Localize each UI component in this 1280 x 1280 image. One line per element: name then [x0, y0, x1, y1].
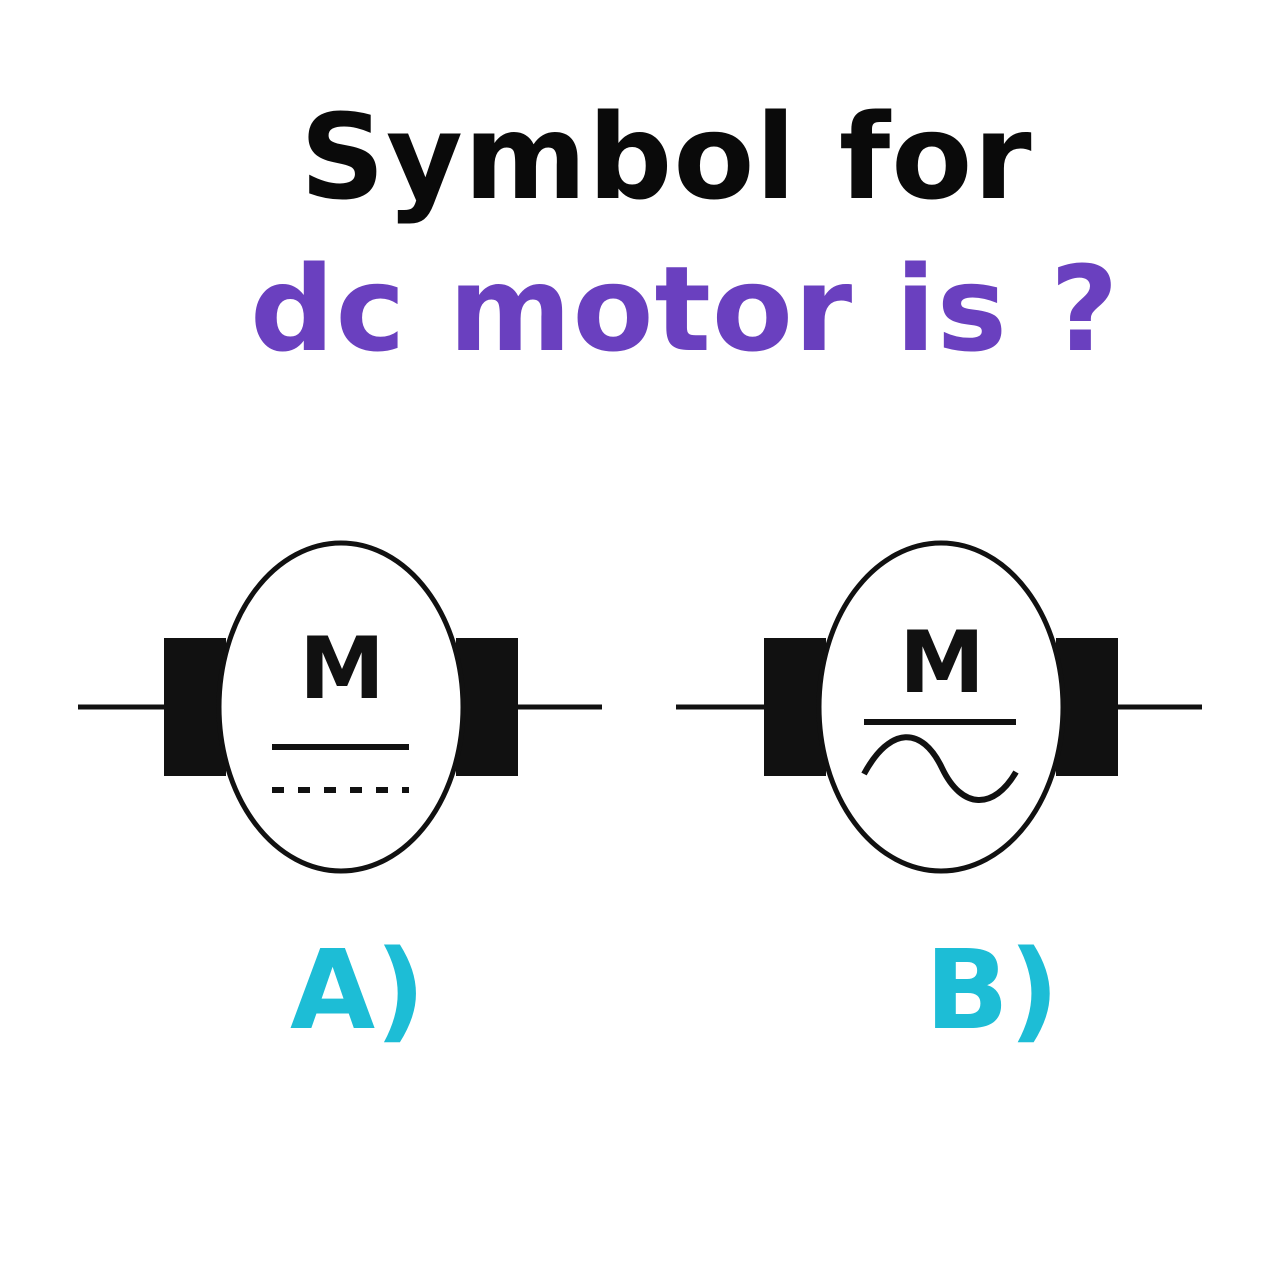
dc-motor-symbol: M	[78, 540, 602, 874]
title-line-2: dc motor is ?	[250, 240, 1120, 378]
right-brush-block	[456, 638, 518, 776]
right-brush-block	[1056, 638, 1118, 776]
title-line-1: Symbol for	[300, 88, 1033, 226]
left-brush-block	[764, 638, 826, 776]
motor-letter-m: M	[899, 613, 985, 713]
ac-motor-symbol: M	[676, 540, 1202, 874]
motor-letter-m: M	[299, 619, 385, 719]
option-a-label: A)	[290, 926, 426, 1054]
left-brush-block	[164, 638, 226, 776]
option-b-label: B)	[925, 926, 1060, 1054]
sine-wave-icon	[861, 734, 1019, 803]
